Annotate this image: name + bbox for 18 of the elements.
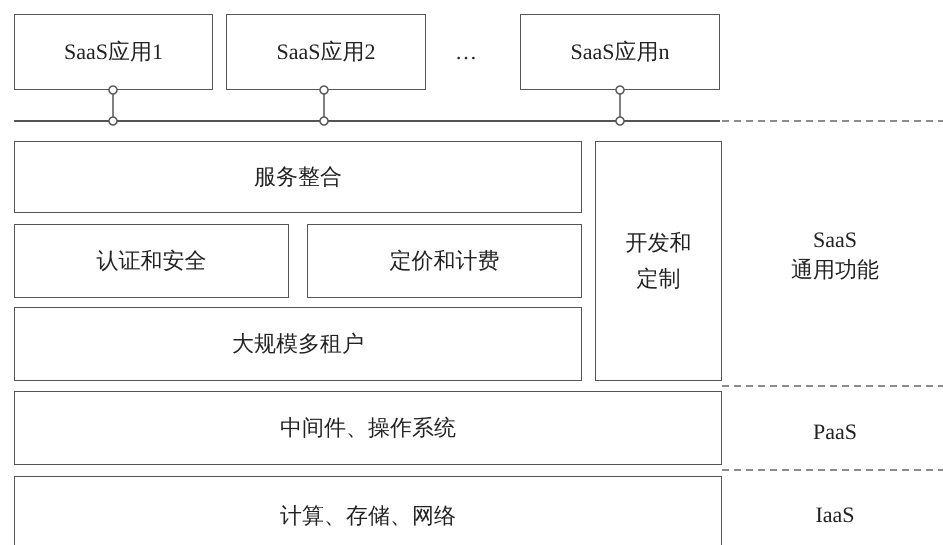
layer-box: 服务整合 (14, 141, 582, 213)
ellipsis: … (455, 39, 477, 65)
app-box: SaaS应用n (520, 14, 720, 90)
connector (108, 85, 118, 126)
layer-box: 计算、存储、网络 (14, 476, 722, 545)
connector (319, 85, 329, 126)
layer-box: 开发和定制 (595, 141, 722, 381)
bus-line (14, 120, 720, 122)
layer-label: PaaS (813, 419, 857, 445)
app-box: SaaS应用2 (226, 14, 426, 90)
layer-box: 大规模多租户 (14, 307, 582, 381)
layer-label: IaaS (815, 502, 855, 528)
layer-box: 认证和安全 (14, 224, 289, 298)
layer-box: 定价和计费 (307, 224, 582, 298)
layer-label: SaaS 通用功能 (790, 226, 880, 284)
layer-box: 中间件、操作系统 (14, 391, 722, 465)
connector (615, 85, 625, 126)
app-box: SaaS应用1 (14, 14, 213, 90)
